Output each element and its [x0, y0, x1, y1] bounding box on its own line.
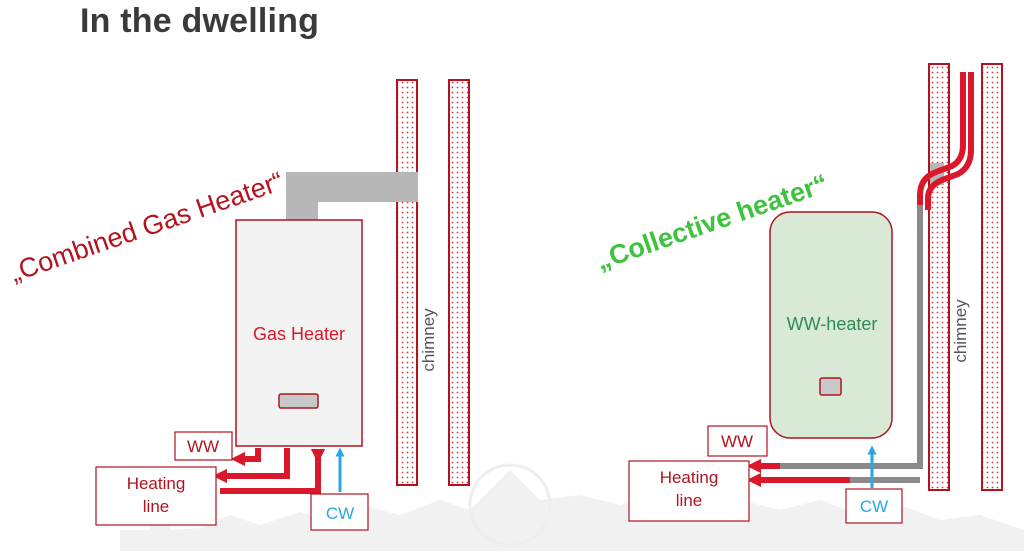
- right-heating-line-label-2: line: [676, 491, 702, 510]
- right-hot-riser: [917, 72, 974, 210]
- gas-heater-label: Gas Heater: [253, 324, 345, 344]
- left-cw-box: CW: [310, 493, 369, 531]
- right-heating-line-label-1: Heating: [660, 468, 719, 487]
- left-chimney-label: chimney: [419, 308, 438, 372]
- right-hot-pipes: [746, 458, 850, 488]
- left-hot-pipes: [212, 448, 326, 494]
- ww-heater-tank: [769, 211, 893, 439]
- ww-heater-display: [819, 377, 842, 396]
- right-cw-box: CW: [845, 488, 903, 524]
- right-cw-label: CW: [860, 497, 888, 516]
- left-heating-line-box: Heating line: [95, 466, 217, 526]
- skyline-background: [120, 463, 1024, 551]
- left-cw-label: CW: [326, 504, 354, 523]
- left-ww-box: WW: [174, 431, 233, 461]
- right-heating-line-box: Heating line: [628, 460, 750, 522]
- right-ww-box: WW: [707, 425, 768, 457]
- page-title: In the dwelling: [80, 2, 320, 40]
- left-heating-line-label-2: line: [143, 497, 169, 516]
- right-panel: chimney WW-heater WW He: [592, 63, 1003, 524]
- ww-heater-label: WW-heater: [787, 314, 878, 334]
- left-heating-line-label-1: Heating: [127, 474, 186, 493]
- gas-heater-display: [278, 393, 319, 409]
- left-flue-pipe: [286, 172, 418, 220]
- left-panel: chimney Gas Heater WW Heating line: [6, 79, 470, 531]
- left-chimney: [396, 79, 470, 486]
- right-ww-label: WW: [721, 432, 753, 451]
- right-chimney-label: chimney: [951, 299, 970, 363]
- left-ww-label: WW: [187, 437, 219, 456]
